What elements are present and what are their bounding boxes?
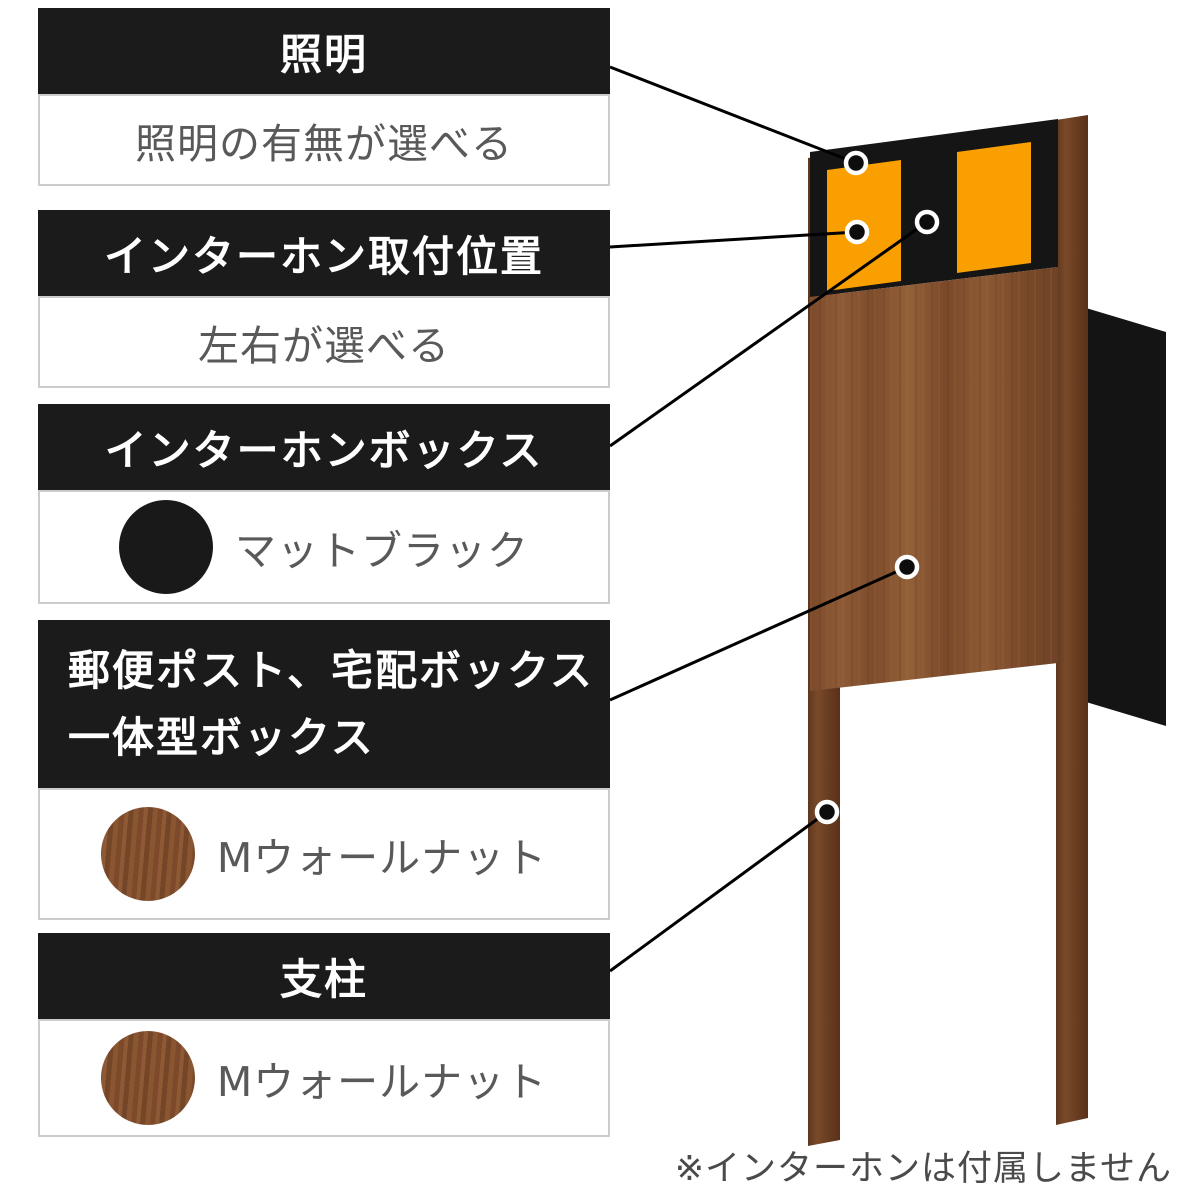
callout-title: 支柱 [38, 933, 610, 1019]
callout-intercom-box: インターホンボックス マットブラック [38, 404, 610, 604]
callout-title: インターホン取付位置 [38, 210, 610, 296]
callout-title-line2: 一体型ボックス [68, 713, 375, 762]
callout-line-intercom-box [609, 220, 928, 448]
callout-title: インターホンボックス [38, 404, 610, 490]
callout-title: 郵便ポスト、宅配ボックス 一体型ボックス [38, 620, 610, 788]
callout-dot-mailbox [894, 554, 920, 580]
swatch-label: マットブラック [235, 527, 529, 575]
callout-title: 照明 [38, 8, 610, 94]
color-swatch-walnut [100, 807, 195, 901]
callout-post: 支柱 Mウォールナット [38, 933, 610, 1137]
callout-dot-intercom-position [844, 219, 870, 245]
callout-title-line1: 郵便ポスト、宅配ボックス [68, 645, 594, 695]
callout-dot-lighting [843, 150, 869, 176]
callout-line-intercom-position [609, 230, 858, 249]
callout-line-mailbox [609, 565, 908, 702]
callout-dot-intercom-box [914, 209, 940, 235]
callout-lighting: 照明 照明の有無が選べる [38, 8, 610, 186]
right-post [1056, 115, 1088, 1125]
callout-description: 左右が選べる [198, 322, 450, 370]
swatch-label: Mウォールナット [216, 1058, 548, 1106]
callout-intercom-position: インターホン取付位置 左右が選べる [38, 210, 610, 388]
delivery-box-side [1086, 308, 1166, 726]
front-panel-grain [810, 267, 1058, 691]
color-swatch-walnut [100, 1031, 195, 1125]
callout-description: 照明の有無が選べる [135, 120, 513, 168]
intercom-opening-right [957, 142, 1031, 273]
color-swatch-matte-black [119, 500, 213, 594]
callout-dot-post [814, 799, 840, 825]
disclaimer-note: ※インターホンは付属しません [674, 1149, 1172, 1189]
swatch-label: Mウォールナット [216, 834, 548, 882]
callout-line-lighting [609, 65, 857, 165]
callout-mailbox-delivery-box: 郵便ポスト、宅配ボックス 一体型ボックス Mウォールナット [38, 620, 610, 920]
callout-line-post [609, 810, 828, 973]
callout-dots [814, 150, 940, 825]
callout-lines [609, 65, 928, 973]
